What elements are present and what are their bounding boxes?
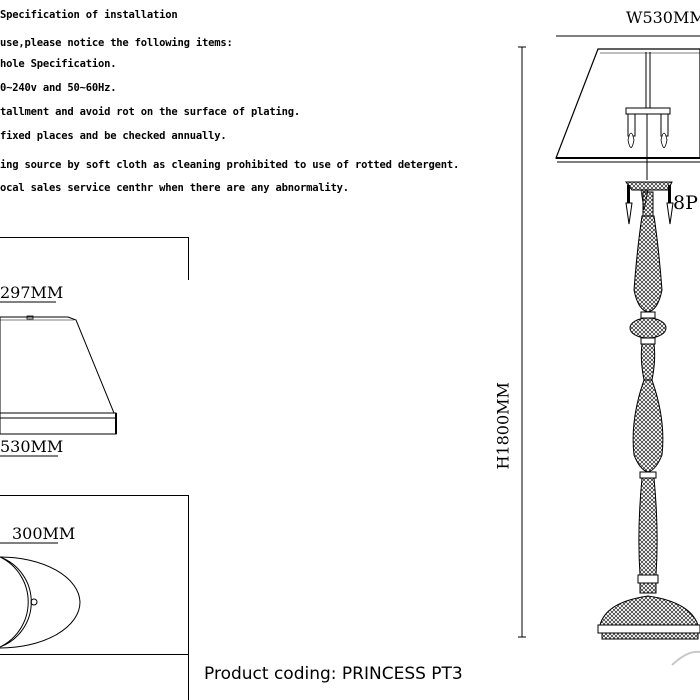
panel-divider [188, 237, 189, 280]
panel-divider [0, 237, 189, 238]
panel-divider [0, 495, 189, 496]
shade-bottom-width-label: 530MM [0, 437, 64, 456]
panel-divider [188, 495, 189, 655]
height-dimension-line [518, 46, 526, 638]
shade-dimension-lines [0, 301, 58, 457]
decorative-swoosh [671, 650, 700, 666]
instruction-line: ocal sales service centhr when there are… [0, 182, 349, 194]
instruction-line: tallment and avoid rot on the surface of… [0, 106, 300, 118]
product-coding: Product coding: PRINCESS PT3 [204, 664, 463, 684]
lamp-column [629, 191, 667, 594]
shade-drawing [0, 315, 117, 435]
panel-divider [188, 654, 189, 700]
lamp-bulbs [625, 52, 671, 180]
lamp-width-label: W530MM [626, 8, 700, 27]
base-diameter-label: 300MM [12, 524, 76, 543]
instruction-line: Specification of installation [0, 9, 178, 21]
base-top-view [0, 542, 81, 649]
instruction-line: 0~240v and 50~60Hz. [0, 82, 117, 94]
panel-divider [0, 654, 189, 655]
lamp-base [597, 595, 700, 640]
instruction-line: fixed places and be checked annually. [0, 130, 227, 142]
lamp-shade [555, 48, 700, 163]
instruction-line: hole Specification. [0, 58, 117, 70]
shade-top-width-label: 297MM [0, 283, 64, 302]
instruction-line: use,please notice the following items: [0, 37, 233, 49]
pendant-count-label: 8P [673, 192, 698, 214]
instruction-line: ing source by soft cloth as cleaning pro… [0, 159, 460, 171]
